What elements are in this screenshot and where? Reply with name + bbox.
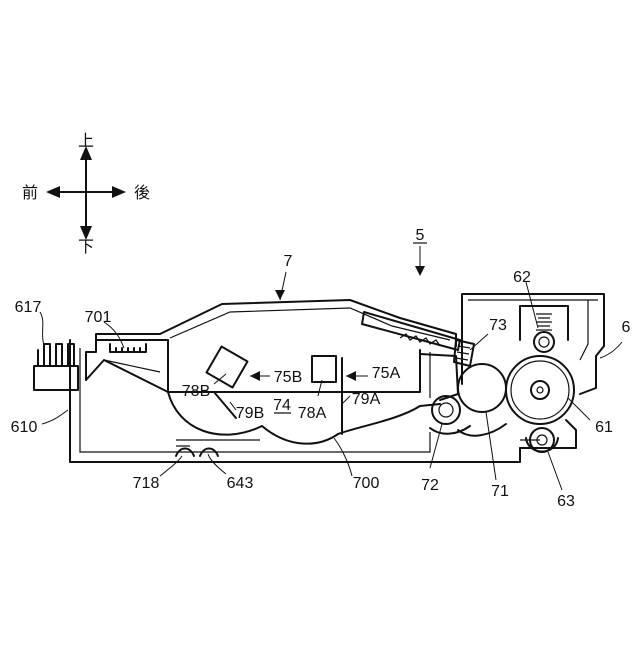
marker-arrows bbox=[250, 266, 425, 381]
direction-down: 下 bbox=[78, 237, 94, 256]
leader-71 bbox=[486, 412, 496, 480]
label-718: 718 bbox=[133, 475, 160, 492]
label-73: 73 bbox=[489, 317, 507, 334]
label-79B: 79B bbox=[236, 405, 264, 422]
rear-link bbox=[420, 354, 458, 400]
label-7: 7 bbox=[284, 253, 293, 270]
developing-roller-71 bbox=[458, 364, 506, 412]
label-63: 63 bbox=[557, 493, 575, 510]
label-643: 643 bbox=[227, 475, 254, 492]
grip-body bbox=[34, 366, 78, 390]
leader-73 bbox=[470, 334, 488, 350]
reference-labels: 5 6 7 617 610 701 78B 75B 79B 74 78A 79A… bbox=[11, 227, 631, 510]
direction-up: 上 bbox=[78, 131, 94, 150]
leader-643 bbox=[208, 454, 226, 474]
drum-unit-inner-rear bbox=[580, 300, 588, 360]
drum-61-hub bbox=[531, 381, 549, 399]
leader-617 bbox=[40, 312, 44, 346]
agitator-78A bbox=[312, 356, 336, 382]
label-61: 61 bbox=[595, 419, 613, 436]
direction-back: 後 bbox=[134, 183, 150, 202]
leader-610 bbox=[42, 410, 68, 424]
arrow-75B-icon bbox=[250, 371, 260, 381]
label-62: 62 bbox=[513, 269, 531, 286]
outer-frame bbox=[70, 340, 576, 462]
label-74: 74 bbox=[273, 397, 291, 414]
drum-61-axle bbox=[537, 387, 543, 393]
seal-701 bbox=[110, 344, 146, 352]
direction-front: 前 bbox=[22, 183, 38, 202]
leader-700 bbox=[334, 438, 352, 476]
label-700: 700 bbox=[353, 475, 380, 492]
direction-compass: 上 下 前 後 bbox=[22, 131, 150, 256]
arrow-75A-icon bbox=[346, 371, 356, 381]
label-6: 6 bbox=[622, 319, 631, 336]
label-617: 617 bbox=[15, 299, 42, 316]
charger-holder bbox=[520, 306, 568, 340]
supply-roller-72-core bbox=[439, 403, 453, 417]
leader-79A bbox=[342, 396, 350, 404]
label-78B: 78B bbox=[182, 383, 210, 400]
label-78A: 78A bbox=[298, 405, 327, 422]
label-79A: 79A bbox=[352, 391, 381, 408]
supply-roller-72 bbox=[432, 396, 460, 424]
drum-61-inner bbox=[511, 361, 569, 419]
drum-61 bbox=[506, 356, 574, 424]
rollers bbox=[430, 314, 574, 452]
grip-ribs bbox=[38, 344, 74, 366]
label-75A: 75A bbox=[372, 365, 401, 382]
label-701: 701 bbox=[85, 309, 112, 326]
leader-lines bbox=[40, 246, 622, 490]
label-75B: 75B bbox=[274, 369, 302, 386]
leader-63 bbox=[548, 452, 562, 490]
bottom-rail bbox=[176, 440, 260, 446]
base-frame bbox=[70, 340, 520, 462]
charge-roller-62-core bbox=[539, 337, 549, 347]
charge-roller-62 bbox=[534, 332, 554, 352]
leader-718 bbox=[160, 456, 182, 476]
front-guide-edge bbox=[104, 360, 160, 372]
leader-61 bbox=[568, 398, 590, 420]
label-5: 5 bbox=[416, 227, 425, 244]
agitator-78B bbox=[207, 347, 248, 388]
arrow-left-icon bbox=[46, 186, 60, 198]
arrow-7-icon bbox=[275, 290, 285, 300]
label-71: 71 bbox=[491, 483, 509, 500]
label-72: 72 bbox=[421, 477, 439, 494]
arrow-right-icon bbox=[112, 186, 126, 198]
arrow-5-icon bbox=[415, 266, 425, 276]
label-610: 610 bbox=[11, 419, 38, 436]
